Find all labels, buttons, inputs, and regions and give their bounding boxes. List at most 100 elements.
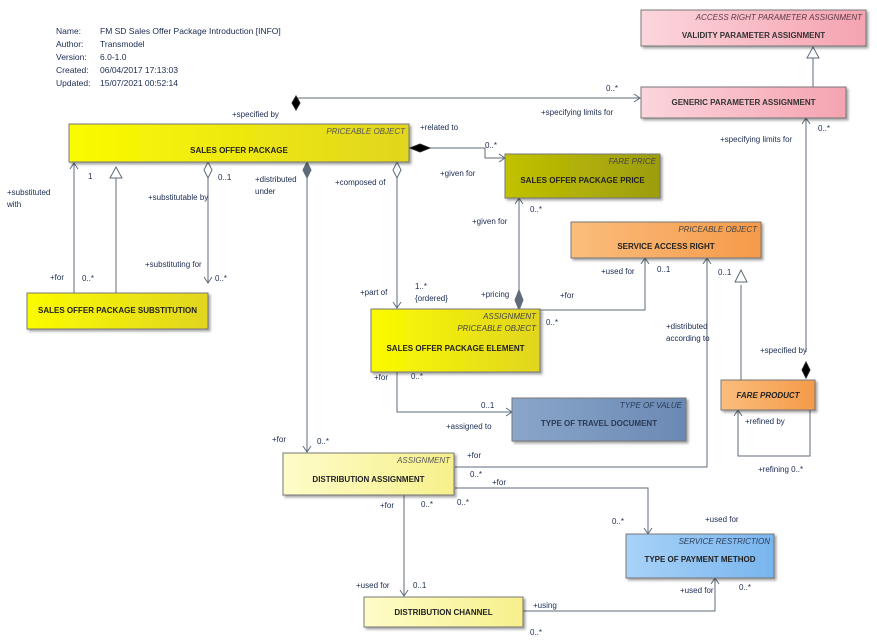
role-for: +for (374, 373, 389, 382)
class-type-of-payment-method[interactable]: SERVICE RESTRICTION TYPE OF PAYMENT METH… (626, 534, 774, 578)
ordering-constraint: {ordered} (415, 294, 448, 303)
multiplicity: 0..1 (481, 401, 495, 410)
role-related-to: +related to (420, 123, 459, 132)
meta-value: 6.0-1.0 (100, 52, 127, 62)
meta-row-created: Created:06/04/2017 17:13:03 (56, 64, 281, 77)
diagram-metadata: Name:FM SD Sales Offer Package Introduct… (56, 25, 281, 90)
multiplicity: 0..* (546, 318, 559, 327)
connectors (73, 56, 814, 612)
class-generic-parameter-assignment[interactable]: GENERIC PARAMETER ASSIGNMENT (641, 87, 846, 118)
class-name: DISTRIBUTION CHANNEL (394, 608, 493, 617)
multiplicity: 0..* (215, 274, 228, 283)
stereotype-label: PRICEABLE OBJECT (326, 127, 405, 136)
multiplicity: 0..* (317, 437, 330, 446)
role-for: +for (492, 478, 507, 487)
role-distributed-under-2: under (255, 187, 276, 196)
class-distribution-assignment[interactable]: ASSIGNMENT DISTRIBUTION ASSIGNMENT (283, 453, 454, 495)
class-name: SALES OFFER PACKAGE SUBSTITUTION (38, 306, 197, 315)
stereotype-label: ACCESS RIGHT PARAMETER ASSIGNMENT (695, 13, 862, 22)
meta-row-updated: Updated: 15/07/2021 00:52:14 (56, 77, 281, 90)
role-distributed-according-to: +distributed (666, 322, 708, 331)
role-for: +for (467, 451, 482, 460)
role-part-of: +part of (360, 288, 388, 297)
role-refining: +refining 0..* (758, 465, 804, 474)
role-assigned-to: +assigned to (446, 422, 492, 431)
stereotype-label: ASSIGNMENT (397, 456, 450, 465)
meta-value: Transmodel (100, 39, 145, 49)
generalisation-heads (109, 45, 820, 283)
meta-key: Author: (56, 39, 84, 49)
role-specifying-limits-for: +specifying limits for (720, 135, 793, 144)
role-used-for: +used for (356, 581, 390, 590)
role-given-for: +given for (440, 169, 476, 178)
stereotype-label: FARE PRICE (608, 157, 656, 166)
stereotype-label: ASSIGNMENT (483, 312, 536, 321)
class-name: FARE PRODUCT (736, 391, 800, 400)
class-name: TYPE OF TRAVEL DOCUMENT (540, 419, 658, 428)
role-used-for: +used for (705, 515, 739, 524)
role-given-for: +given for (472, 217, 508, 226)
role-specified-by: +specified by (232, 110, 279, 119)
role-specifying-limits-for: +specifying limits for (541, 108, 614, 117)
class-boxes (26, 9, 867, 628)
role-for: +for (272, 435, 287, 444)
class-validity-parameter-assignment[interactable]: ACCESS RIGHT PARAMETER ASSIGNMENT VALIDI… (641, 10, 866, 46)
class-name: DISTRIBUTION ASSIGNMENT (312, 475, 425, 484)
meta-value: 15/07/2021 00:52:14 (100, 78, 178, 88)
meta-key: Name: (56, 26, 82, 36)
class-name: SALES OFFER PACKAGE PRICE (520, 176, 645, 185)
role-composed-of: +composed of (335, 178, 386, 187)
role-substituting-for: +substituting for (145, 260, 202, 269)
multiplicity: 0..* (411, 372, 424, 381)
class-distribution-channel[interactable]: DISTRIBUTION CHANNEL (364, 597, 523, 627)
class-name: SALES OFFER PACKAGE (190, 146, 288, 155)
role-specified-by: +specified by (760, 346, 807, 355)
aggregation-diamonds (203, 160, 524, 312)
meta-key: Created: (56, 65, 89, 75)
stereotype-label: PRICEABLE OBJECT (678, 225, 757, 234)
role-substituted-with-2: with (7, 200, 22, 209)
class-sales-offer-package[interactable]: PRICEABLE OBJECT SALES OFFER PACKAGE (69, 124, 409, 162)
class-sales-offer-package-price[interactable]: FARE PRICE SALES OFFER PACKAGE PRICE (505, 154, 660, 198)
role-using: +using (533, 601, 557, 610)
role-distributed-under: +distributed (255, 175, 297, 184)
meta-key: Updated: (56, 78, 91, 88)
class-sales-offer-package-substitution[interactable]: SALES OFFER PACKAGE SUBSTITUTION (27, 293, 208, 329)
class-name: VALIDITY PARAMETER ASSIGNMENT (681, 31, 826, 40)
multiplicity: 0..* (82, 274, 95, 283)
role-distributed-according-to-2: according to (666, 334, 710, 343)
class-name: SERVICE ACCESS RIGHT (617, 242, 715, 251)
class-sales-offer-package-element[interactable]: ASSIGNMENT PRICEABLE OBJECT SALES OFFER … (371, 309, 540, 372)
multiplicity: 0..* (485, 141, 498, 150)
multiplicity: 0..* (530, 628, 543, 637)
role-pricing: +pricing (481, 290, 510, 299)
multiplicity: 0..* (470, 470, 483, 479)
multiplicity: 0..* (818, 124, 831, 133)
class-fare-product[interactable]: FARE PRODUCT (721, 380, 815, 410)
composition-diamonds (291, 94, 811, 380)
class-name: SALES OFFER PACKAGE ELEMENT (386, 344, 525, 353)
meta-row-author: Author: Transmodel (56, 38, 281, 51)
role-for: +for (380, 501, 395, 510)
role-substitutable-by: +substitutable by (148, 193, 209, 202)
role-used-for: +used for (601, 267, 635, 276)
role-substituted-with: +substituted (7, 188, 51, 197)
class-name: TYPE OF PAYMENT METHOD (644, 555, 756, 564)
role-for: +for (50, 273, 65, 282)
multiplicity: 0..1 (413, 581, 427, 590)
multiplicity: 0..* (606, 84, 619, 93)
role-used-for: +used for (680, 586, 714, 595)
meta-row-name: Name:FM SD Sales Offer Package Introduct… (56, 25, 281, 38)
stereotype-label: TYPE OF VALUE (619, 401, 682, 410)
class-type-of-travel-document[interactable]: TYPE OF VALUE TYPE OF TRAVEL DOCUMENT (512, 398, 686, 441)
multiplicity: 0..* (612, 517, 625, 526)
multiplicity: 0..* (739, 583, 752, 592)
class-service-access-right[interactable]: PRICEABLE OBJECT SERVICE ACCESS RIGHT (571, 222, 761, 258)
multiplicity: 0..1 (657, 265, 671, 274)
multiplicity: 0..1 (718, 268, 732, 277)
role-refined-by: +refined by (745, 417, 785, 426)
role-for: +for (560, 291, 575, 300)
multiplicity: 0..* (457, 498, 470, 507)
meta-row-version: Version:6.0-1.0 (56, 51, 281, 64)
